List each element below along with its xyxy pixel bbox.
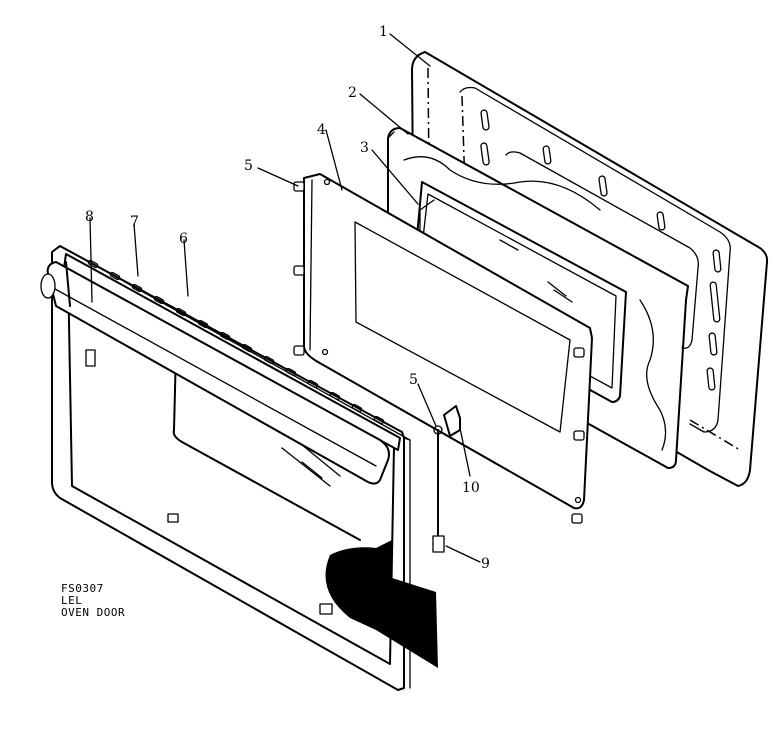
part-9-hinge [432, 429, 445, 553]
callout-7: 7 [130, 214, 139, 230]
callout-1: 1 [379, 24, 388, 40]
callout-8: 8 [85, 209, 94, 225]
part-5-screw-upper [293, 181, 585, 524]
callout-labels: 1 2 3 4 5 5 6 7 8 9 10 [85, 24, 490, 572]
callout-4: 4 [317, 122, 326, 138]
part-8-door-handle [40, 261, 390, 485]
callout-6: 6 [179, 231, 188, 247]
diagram-caption: FS0307 LEL OVEN DOOR [61, 582, 125, 619]
caption-title: OVEN DOOR [61, 606, 125, 619]
part-4-inner-panel [293, 173, 593, 524]
callout-2: 2 [348, 85, 357, 101]
callout-leaders [89, 33, 481, 563]
callout-5-upper: 5 [244, 158, 253, 174]
caption-model: LEL [61, 594, 82, 607]
callout-9: 9 [481, 556, 490, 572]
part-7-vent-trim [63, 253, 401, 451]
caption-code: FS0307 [61, 582, 104, 595]
callout-3: 3 [360, 140, 369, 156]
callout-5-lower: 5 [409, 372, 418, 388]
callout-10: 10 [462, 480, 480, 496]
